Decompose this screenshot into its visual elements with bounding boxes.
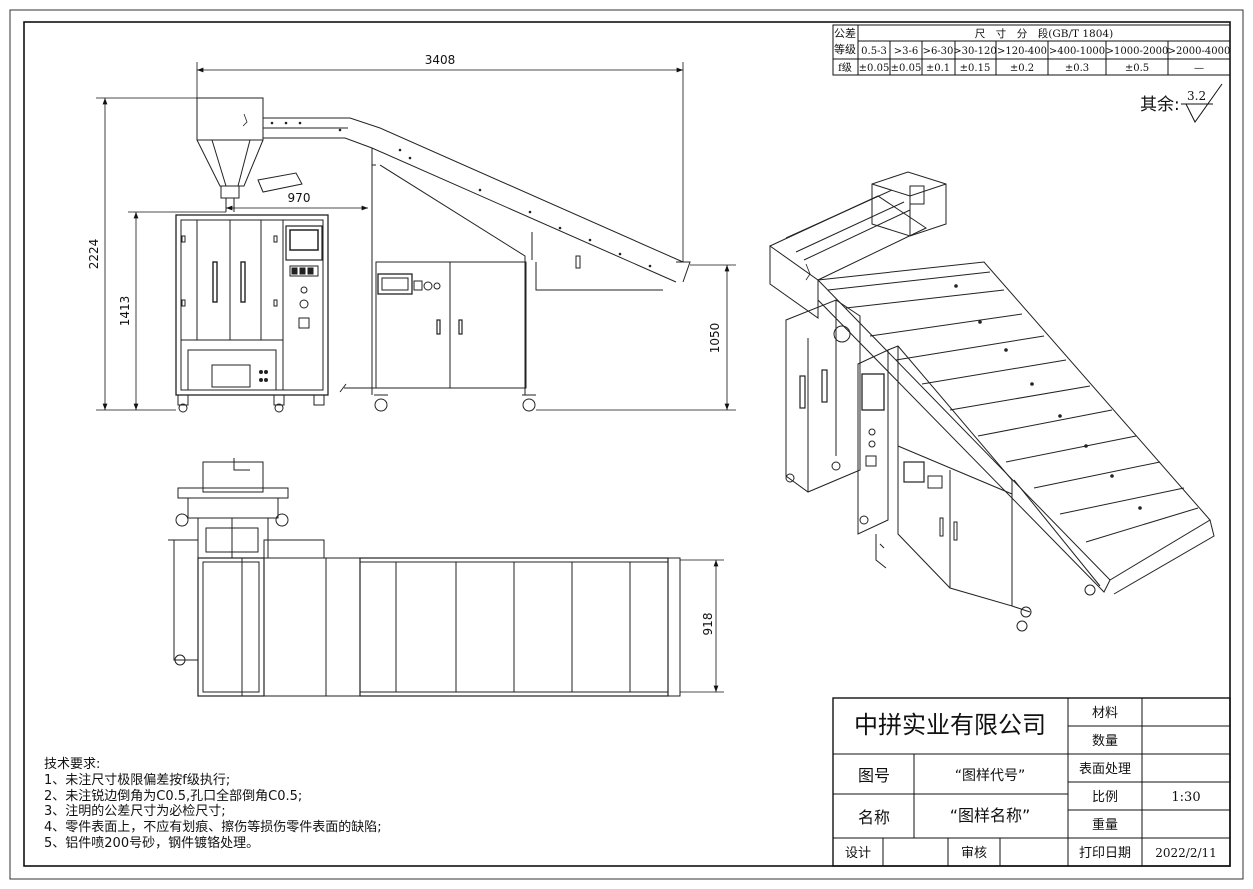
svg-text:±0.05: ±0.05 [859,63,890,74]
note-item: 4、零件表面上，不应有划痕、擦伤等损伤零件表面的缺陷; [44,820,382,836]
dimension-overall-length: 3408 [425,53,456,67]
svg-text:>3-6: >3-6 [894,46,918,57]
print-date-value: 2022/2/11 [1155,846,1217,860]
svg-text:>400-1000: >400-1000 [1049,46,1105,57]
tolerance-corner-label-2: 等级 [834,42,856,56]
dimension-machine-height: 1413 [118,296,132,327]
top-plan-view [168,458,681,697]
dimension-conveyor-width: 918 [701,613,715,636]
inner-border [23,21,1231,867]
front-elevation-view [175,97,329,413]
isometric-view [769,171,1215,632]
design-label: 设计 [845,846,871,861]
tolerance-corner-label-1: 公差 [834,26,856,40]
tolerance-value-row: ±0.05 ±0.05 ±0.1 ±0.15 ±0.2 ±0.3 ±0.5 — [859,63,1204,74]
tolerance-range-row: 0.5-3 >3-6 >6-30 >30-120 >120-400 >400-1… [861,46,1230,57]
svg-text:±0.15: ±0.15 [960,63,991,74]
print-date-label: 打印日期 [1079,846,1131,861]
svg-text:±0.2: ±0.2 [1010,63,1034,74]
svg-text:>30-120: >30-120 [953,46,997,57]
svg-text:>2000-4000: >2000-4000 [1168,46,1231,57]
top-view-dimensions [680,559,724,693]
surface-treatment-label: 表面处理 [1079,762,1131,777]
svg-text:>6-30: >6-30 [923,46,954,57]
quantity-label: 数量 [1092,734,1118,749]
dimension-overall-height: 2224 [87,239,101,270]
surface-finish-prefix: 其余: [1140,95,1180,115]
drawing-no-label: 图号 [858,766,890,785]
svg-text:—: — [1194,63,1204,74]
svg-text:±0.05: ±0.05 [891,63,922,74]
incline-conveyor-side-view [263,117,691,412]
company-name: 中拼实业有限公司 [854,711,1046,739]
dimension-conveyor-height: 1050 [708,323,722,354]
scale-label: 比例 [1092,790,1118,805]
svg-text:±0.3: ±0.3 [1065,63,1089,74]
svg-text:0.5-3: 0.5-3 [861,46,887,57]
note-item: 2、未注锐边倒角为C0.5,孔口全部倒角C0.5; [44,788,303,804]
svg-text:±0.1: ±0.1 [926,63,950,74]
svg-text:>120-400: >120-400 [997,46,1047,57]
material-label: 材料 [1092,706,1118,721]
svg-text:±0.5: ±0.5 [1125,63,1149,74]
surface-finish-symbol: 其余: 3.2 [1140,83,1223,123]
title-block [832,697,1231,867]
note-item: 5、铝件喷200号砂，钢件镀铬处理。 [44,835,260,851]
surface-finish-value: 3.2 [1187,89,1206,103]
tolerance-table: 公差 等级 尺 寸 分 段(GB/T 1804) 0.5-3 >3-6 >6-3… [832,24,1231,76]
name-value: “图样名称” [950,806,1031,825]
front-dimensions [96,62,736,411]
technical-requirements: 技术要求: 1、未注尺寸极限偏差按f级执行; 2、未注锐边倒角为C0.5,孔口全… [44,757,382,852]
svg-text:>1000-2000: >1000-2000 [1106,46,1169,57]
review-label: 审核 [961,846,987,861]
scale-value: 1:30 [1171,790,1200,805]
drawing-no-value: “图样代号” [955,768,1026,784]
name-label: 名称 [858,808,890,827]
tolerance-header: 尺 寸 分 段(GB/T 1804) [975,27,1113,40]
dimension-feeder-offset: 970 [288,191,311,205]
note-item: 3、注明的公差尺寸为必检尺寸; [44,804,226,820]
outer-border [9,9,1244,880]
weight-label: 重量 [1092,817,1118,833]
tolerance-row-label: f级 [838,62,852,74]
notes-heading: 技术要求: [44,757,101,772]
note-item: 1、未注尺寸极限偏差按f级执行; [44,772,231,788]
